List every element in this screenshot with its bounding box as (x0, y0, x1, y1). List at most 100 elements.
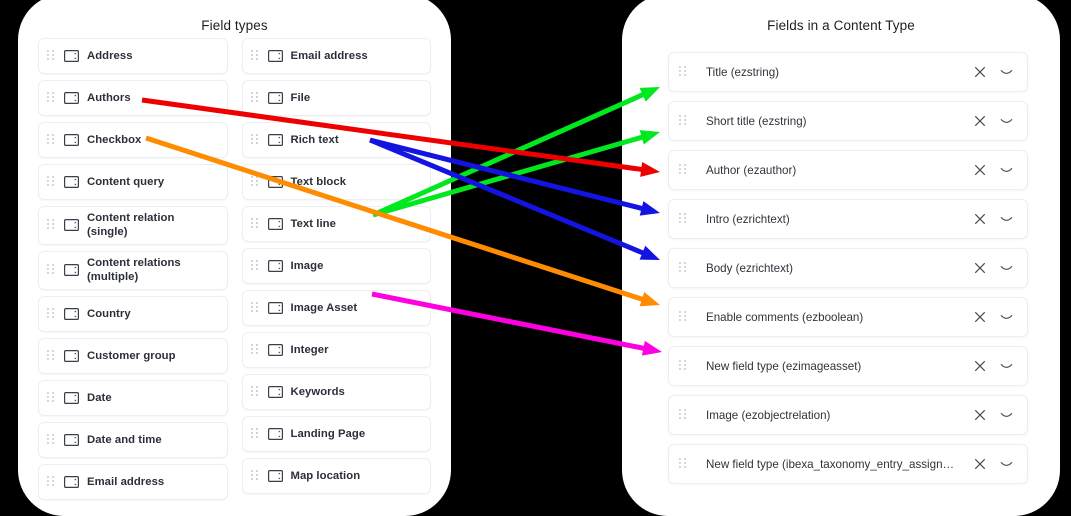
field-type-icon (267, 344, 283, 356)
content-type-field-item[interactable]: Image (ezobjectrelation) (668, 395, 1028, 435)
drag-handle-icon[interactable] (679, 262, 687, 274)
chevron-down-icon[interactable] (1000, 213, 1013, 226)
drag-handle-icon[interactable] (250, 50, 259, 62)
drag-handle-icon[interactable] (47, 433, 55, 446)
field-type-label: Text block (290, 175, 347, 188)
field-type-item[interactable]: Content relations (multiple) (38, 250, 228, 290)
content-type-field-item[interactable]: Intro (ezrichtext) (668, 199, 1028, 239)
field-type-item[interactable]: File (241, 80, 431, 116)
chevron-down-icon[interactable] (1000, 164, 1013, 177)
drag-handle-icon[interactable] (47, 264, 55, 276)
drag-handle-icon[interactable] (679, 409, 687, 421)
drag-handle-icon[interactable] (47, 176, 55, 188)
field-type-label: Text line (290, 217, 336, 230)
field-type-item[interactable]: Image (241, 248, 431, 284)
drag-handle-icon[interactable] (250, 134, 259, 146)
close-icon[interactable] (973, 360, 986, 373)
drag-handle-icon[interactable] (250, 218, 259, 230)
field-type-label: Email address (87, 475, 165, 488)
content-type-field-label: Enable comments (ezboolean) (706, 310, 864, 324)
content-type-field-item[interactable]: Enable comments (ezboolean) (668, 297, 1028, 337)
chevron-down-icon[interactable] (1000, 262, 1013, 275)
content-type-field-item[interactable]: New field type (ezimageasset) (668, 346, 1028, 386)
content-type-field-label: Image (ezobjectrelation) (706, 408, 831, 422)
field-type-item[interactable]: Customer group (38, 337, 228, 374)
field-type-label: Date and time (87, 433, 162, 446)
content-type-field-label: New field type (ibexa_taxonomy_entry_ass… (706, 457, 955, 471)
field-type-item[interactable]: Text block (241, 164, 431, 200)
field-type-icon (64, 219, 79, 232)
close-icon[interactable] (973, 262, 986, 275)
close-icon[interactable] (973, 409, 986, 422)
content-type-field-item[interactable]: Author (ezauthor) (668, 150, 1028, 190)
field-type-item[interactable]: Keywords (241, 374, 431, 410)
drag-handle-icon[interactable] (47, 134, 55, 146)
field-type-item[interactable]: Email address (38, 463, 228, 500)
drag-handle-icon[interactable] (250, 92, 259, 104)
field-type-item[interactable]: Image Asset (241, 290, 431, 326)
field-type-item[interactable]: Rich text (241, 122, 431, 158)
field-type-icon (64, 176, 79, 188)
drag-handle-icon[interactable] (679, 115, 687, 127)
field-type-item[interactable]: Checkbox (38, 122, 228, 158)
field-type-item[interactable]: Map location (241, 458, 431, 494)
field-type-icon (267, 386, 283, 398)
content-type-field-label: New field type (ezimageasset) (706, 359, 862, 373)
drag-handle-icon[interactable] (679, 458, 687, 470)
drag-handle-icon[interactable] (47, 391, 55, 404)
field-type-item[interactable]: Email address (241, 38, 431, 74)
field-type-label: Map location (290, 469, 361, 482)
drag-handle-icon[interactable] (679, 213, 687, 225)
drag-handle-icon[interactable] (250, 302, 259, 314)
field-type-item[interactable]: Address (38, 38, 228, 74)
close-icon[interactable] (973, 213, 986, 226)
drag-handle-icon[interactable] (679, 66, 687, 78)
drag-handle-icon[interactable] (250, 344, 259, 356)
field-type-item[interactable]: Authors (38, 80, 228, 116)
drag-handle-icon[interactable] (679, 360, 687, 372)
chevron-down-icon[interactable] (1000, 311, 1013, 324)
chevron-down-icon[interactable] (1000, 458, 1013, 471)
field-type-item[interactable]: Content relation (single) (38, 206, 228, 245)
content-type-field-item[interactable]: Title (ezstring) (668, 52, 1028, 92)
field-type-item[interactable]: Integer (241, 332, 431, 368)
field-type-label: Image Asset (290, 301, 358, 314)
field-type-item[interactable]: Date and time (38, 421, 228, 458)
close-icon[interactable] (973, 311, 986, 324)
drag-handle-icon[interactable] (47, 349, 55, 362)
drag-handle-icon[interactable] (47, 307, 55, 320)
field-type-item[interactable]: Landing Page (241, 416, 431, 452)
chevron-down-icon[interactable] (1000, 360, 1013, 373)
content-type-field-item[interactable]: New field type (ibexa_taxonomy_entry_ass… (668, 444, 1028, 484)
close-icon[interactable] (973, 66, 986, 79)
content-type-field-actions (973, 66, 1013, 79)
field-type-item[interactable]: Content query (38, 164, 228, 200)
drag-handle-icon[interactable] (47, 50, 55, 62)
drag-handle-icon[interactable] (250, 470, 259, 482)
drag-handle-icon[interactable] (679, 164, 687, 176)
close-icon[interactable] (973, 164, 986, 177)
drag-handle-icon[interactable] (47, 92, 55, 104)
drag-handle-icon[interactable] (250, 176, 259, 188)
drag-handle-icon[interactable] (679, 311, 687, 323)
drag-handle-icon[interactable] (250, 386, 259, 398)
field-type-label: Content relation (single) (87, 212, 175, 239)
drag-handle-icon[interactable] (250, 260, 259, 272)
chevron-down-icon[interactable] (1000, 409, 1013, 422)
field-type-icon (267, 260, 283, 272)
close-icon[interactable] (973, 458, 986, 471)
field-type-item[interactable]: Text line (241, 206, 431, 242)
drag-handle-icon[interactable] (47, 219, 55, 231)
content-type-field-actions (973, 458, 1013, 471)
field-type-item[interactable]: Date (38, 379, 228, 416)
close-icon[interactable] (973, 115, 986, 128)
field-type-item[interactable]: Country (38, 295, 228, 332)
content-type-field-item[interactable]: Short title (ezstring) (668, 101, 1028, 141)
chevron-down-icon[interactable] (1000, 66, 1013, 79)
drag-handle-icon[interactable] (250, 428, 259, 440)
content-type-field-item[interactable]: Body (ezrichtext) (668, 248, 1028, 288)
drag-handle-icon[interactable] (47, 475, 55, 488)
chevron-down-icon[interactable] (1000, 115, 1013, 128)
